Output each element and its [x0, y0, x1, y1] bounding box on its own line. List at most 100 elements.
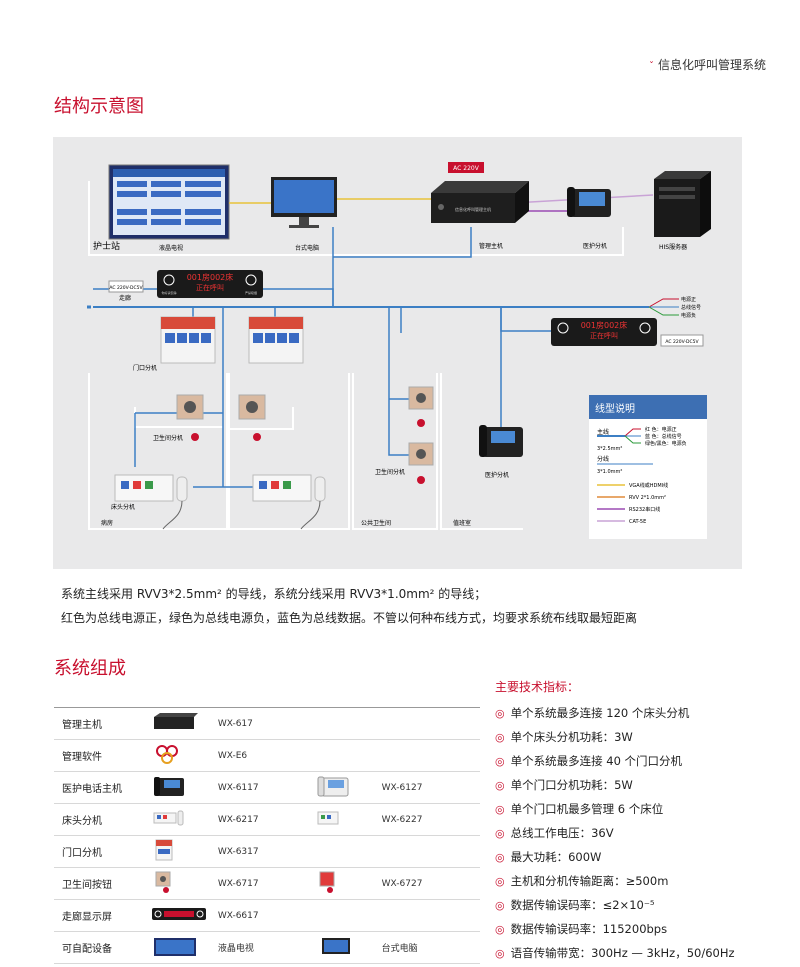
wire-power-pos	[648, 298, 679, 308]
component-name: 门口分机	[62, 848, 102, 859]
led-left-line1: 001房002床	[187, 272, 234, 282]
list-item: ◎数据传输误码率：115200bps	[495, 922, 668, 936]
bullet-icon: ◎	[495, 947, 505, 960]
toilet-button-1-icon	[408, 386, 434, 427]
led-left-line2: 正在呼叫	[196, 283, 224, 292]
bullet-icon: ◎	[495, 827, 505, 840]
legend-title: 线型说明	[595, 402, 635, 415]
table-row: 床头分机 WX-6217 WX-6227	[54, 804, 480, 836]
toilet-button-label: 卫生间分机	[375, 468, 405, 476]
component-model-2	[382, 836, 480, 868]
legend-box: 线型说明 主线 红 色：电源正 蓝 色：总线信号 绿色/黑色：电源负 3*2.5…	[589, 395, 707, 539]
bathroom-button-2-icon	[319, 871, 335, 893]
bathroom-button-label: 卫生间分机	[153, 434, 183, 442]
bedside-unit-icon	[153, 810, 184, 826]
led-display-right: 001房002床 正在呼叫	[551, 318, 657, 346]
power-neg-label: 电源负	[681, 312, 696, 319]
bullet-icon: ◎	[495, 779, 505, 792]
door-unit-1-icon	[160, 316, 216, 364]
phone-white-icon	[317, 776, 349, 797]
specs-title: 主要技术指标：	[495, 680, 580, 694]
public-toilet-label: 公共卫生间	[361, 519, 391, 527]
component-name: 卫生间按钮	[62, 880, 112, 891]
bus-signal-label: 总线信号	[681, 304, 701, 311]
door-unit-icon	[155, 839, 173, 861]
psu-left	[108, 280, 144, 293]
list-item: ◎单个门口分机功耗：5W	[495, 778, 633, 792]
led-right-line2: 正在呼叫	[590, 331, 618, 340]
legend-vga: VGA线或HDMI线	[629, 482, 668, 489]
component-model-2	[382, 708, 480, 740]
desktop-monitor-icon	[271, 177, 337, 228]
tech-specs: 主要技术指标： ◎单个系统最多连接 120 个床头分机 ◎单个床头分机功耗：3W…	[495, 678, 795, 967]
ac-badge	[448, 162, 484, 173]
medical-phone-label: 医护分机	[583, 242, 607, 250]
toilet-button-2-icon	[408, 442, 434, 484]
component-model: WX-6317	[217, 846, 259, 857]
led-left-icon-text-2: 严禁吸烟	[245, 290, 257, 295]
bedside-unit-1-icon	[114, 474, 188, 530]
nurse-station-label: 护士站	[93, 240, 120, 252]
component-model: WX-6617	[217, 910, 259, 921]
psu-left-text: AC 220V-DC5V	[109, 285, 143, 291]
wire-power-neg	[648, 306, 679, 316]
power-pos-label: 电源正	[681, 296, 696, 303]
list-item: ◎总线工作电压：36V	[495, 826, 614, 840]
legend-green: 绿色/黑色：电源负	[645, 440, 687, 447]
tick-icon: ˇ	[648, 61, 654, 72]
led-display-left: 001房002床 正在呼叫 你好请安静 严禁吸烟	[157, 270, 263, 298]
component-name: 走廊显示屏	[62, 912, 112, 923]
section-title-structure: 结构示意图	[54, 96, 144, 117]
bedside-unit-2-icon	[317, 811, 339, 825]
bullet-icon: ◎	[495, 875, 505, 888]
phone-icon	[154, 777, 185, 796]
duty-phone-label: 医护分机	[485, 471, 509, 479]
psu-right-text: AC 220V-DC5V	[665, 339, 699, 345]
legend-branch-spec: 3*1.0mm²	[597, 469, 622, 475]
toilet-frame	[352, 373, 438, 530]
host-bus-link	[333, 227, 472, 258]
bullet-icon: ◎	[495, 755, 505, 768]
branch-toilet-2	[388, 399, 409, 456]
table-row: 医护电话主机 WX-6117 WX-6127	[54, 772, 480, 804]
bedside-unit-2-icon	[252, 474, 326, 530]
legend-red: 红 色：电源正	[645, 426, 677, 433]
host-front-label: 信息化呼叫管理主机	[455, 206, 491, 212]
duty-room-label: 值班室	[453, 519, 471, 527]
bullet-icon: ◎	[495, 923, 505, 936]
ward-frame-2	[228, 373, 350, 530]
component-name: 管理软件	[62, 752, 102, 763]
list-item: ◎单个门口机最多管理 6 个床位	[495, 802, 664, 816]
door-unit-label: 门口分机	[133, 364, 157, 372]
psu-right	[660, 334, 704, 347]
component-model-2: WX-6227	[381, 814, 423, 825]
desktop-monitor-icon	[322, 938, 351, 954]
component-model-2: WX-6127	[381, 782, 423, 793]
door-unit-2-icon	[248, 316, 304, 364]
components-table: 管理主机 WX-617 管理软件 WX-E6 医护电话主机 WX-6117 WX…	[54, 707, 480, 964]
bullet-icon: ◎	[495, 899, 505, 912]
legend-red-line	[624, 428, 641, 437]
led-display-icon	[152, 908, 207, 920]
bullet-icon: ◎	[495, 707, 505, 720]
phone-icon	[567, 187, 611, 217]
software-logo-icon	[156, 745, 179, 764]
duty-frame	[440, 373, 523, 530]
bathroom-button-2-icon	[238, 394, 266, 441]
ward2-partition	[229, 407, 294, 430]
legend-rs232: RS232串口线	[629, 506, 660, 513]
table-row: 卫生间按钮 WX-6717 WX-6727	[54, 868, 480, 900]
legend-main: 主线	[597, 428, 609, 436]
duty-phone-icon	[479, 425, 523, 457]
bathroom-button-icon	[155, 871, 171, 893]
main-host-icon	[154, 713, 199, 729]
corridor-branch-2	[291, 288, 334, 307]
lcd-tv-icon	[154, 938, 197, 956]
table-row: 管理软件 WX-E6	[54, 740, 480, 772]
legend-blue: 蓝 色：总线信号	[645, 433, 682, 440]
component-model: WX-6117	[217, 782, 259, 793]
component-model: WX-E6	[217, 750, 248, 761]
component-name: 医护电话主机	[62, 784, 122, 795]
component-name: 管理主机	[62, 720, 102, 731]
